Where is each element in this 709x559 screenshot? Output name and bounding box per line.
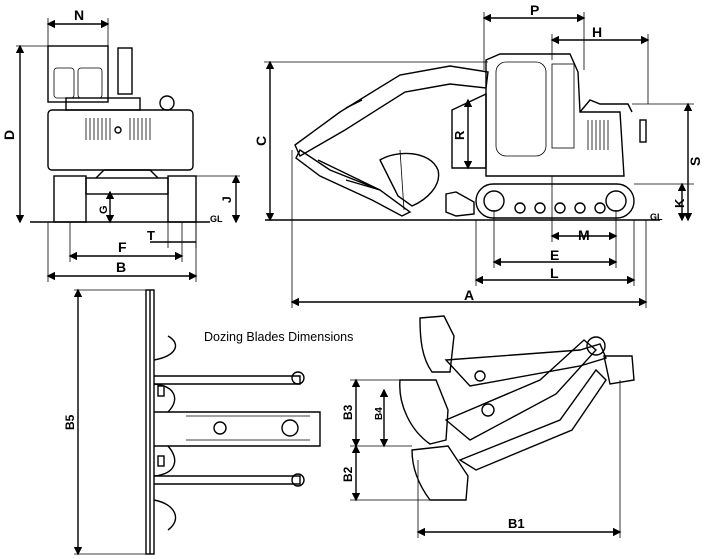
- label-b1: B1: [508, 516, 525, 531]
- label-a: A: [464, 287, 474, 303]
- label-m: M: [578, 227, 590, 243]
- side-cab-window: [495, 61, 547, 157]
- side-boom: [294, 65, 489, 157]
- label-l: L: [550, 265, 559, 281]
- side-bucket: [379, 152, 440, 207]
- label-p: P: [530, 2, 539, 18]
- label-b3: B3: [341, 404, 355, 420]
- label-g: G: [98, 205, 110, 214]
- label-c: C: [253, 136, 269, 146]
- side-blade: [445, 191, 475, 217]
- side-view: P H C R S K GL M E L A: [253, 2, 703, 308]
- blade-side-view: B3 B2 B4 B1: [341, 315, 635, 538]
- blade-top-view: B5: [63, 288, 321, 556]
- label-t: T: [147, 228, 155, 243]
- label-gl-front: GL: [210, 214, 223, 224]
- front-body: [47, 109, 194, 171]
- label-r: R: [452, 130, 467, 140]
- label-e: E: [550, 247, 559, 263]
- caption: Dozing Blades Dimensions: [204, 330, 353, 344]
- pivot-pin: [586, 336, 606, 356]
- label-k: K: [672, 198, 687, 208]
- side-arm: [295, 148, 412, 217]
- blade-center-frame: [154, 411, 321, 447]
- label-h: H: [592, 24, 602, 40]
- side-track: [475, 183, 635, 219]
- blade-main: [399, 379, 449, 445]
- label-d: D: [1, 130, 17, 140]
- label-b: B: [116, 259, 126, 275]
- label-n: N: [74, 7, 84, 23]
- label-s: S: [687, 157, 703, 166]
- front-track-left: [53, 175, 87, 223]
- label-b5: B5: [63, 414, 77, 430]
- label-b2: B2: [341, 466, 355, 482]
- front-view: N D G J GL T F B: [1, 7, 241, 282]
- front-cab: [47, 45, 109, 103]
- side-cab-body: [485, 53, 625, 177]
- label-gl-side: GL: [650, 212, 663, 222]
- label-f: F: [118, 239, 127, 255]
- label-j: J: [220, 196, 234, 203]
- label-b4: B4: [374, 407, 385, 420]
- front-track-right: [167, 175, 197, 223]
